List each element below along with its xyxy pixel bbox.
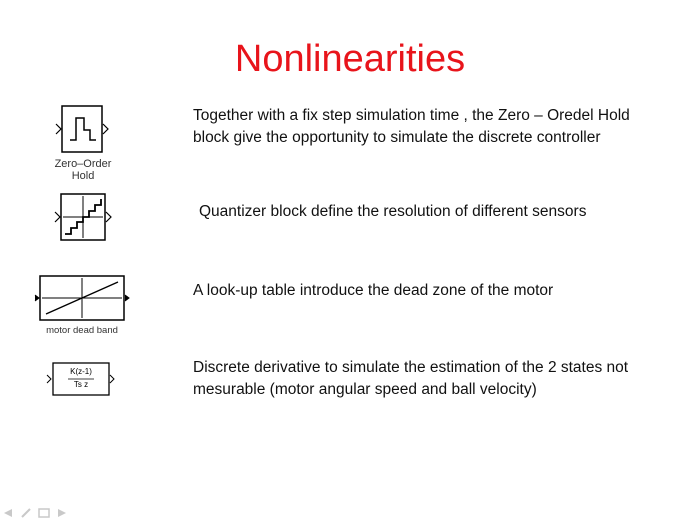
previous-slide-icon[interactable] — [2, 505, 14, 523]
lookup-table-icon — [34, 275, 130, 321]
zero-order-hold-label-line1: Zero–Order — [54, 158, 112, 170]
zero-order-hold-label-line2: Hold — [71, 170, 95, 182]
transfer-function-denominator: Ts z — [73, 380, 89, 389]
description-line: mesurable (motor angular speed and ball … — [193, 381, 537, 398]
discrete-derivative-description: Discrete derivative to simulate the esti… — [193, 357, 628, 401]
pen-icon[interactable] — [20, 505, 32, 523]
quantizer-icon — [54, 193, 112, 241]
description-line: block give the opportunity to simulate t… — [193, 129, 601, 146]
presentation-controls — [2, 505, 68, 523]
description-line: Together with a fix step simulation time… — [193, 107, 630, 124]
description-line: A look-up table introduce the dead zone … — [193, 282, 554, 299]
slide-title: Nonlinearities — [234, 38, 466, 80]
description-line: Quantizer block define the resolution of… — [199, 203, 587, 220]
zero-order-hold-description: Together with a fix step simulation time… — [193, 105, 630, 149]
zero-order-hold-label: Zero–Order Hold — [44, 158, 122, 182]
lookup-table-description: A look-up table introduce the dead zone … — [193, 280, 553, 302]
next-slide-icon[interactable] — [56, 505, 68, 523]
description-line: Discrete derivative to simulate the esti… — [193, 359, 629, 376]
zero-order-hold-icon — [55, 105, 109, 153]
lookup-table-label: motor dead band — [46, 325, 118, 336]
slides-icon[interactable] — [38, 505, 50, 523]
transfer-function-numerator: K(z-1) — [70, 367, 92, 376]
quantizer-description: Quantizer block define the resolution of… — [199, 201, 586, 223]
discrete-derivative-icon: K(z-1) Ts z — [46, 359, 118, 399]
